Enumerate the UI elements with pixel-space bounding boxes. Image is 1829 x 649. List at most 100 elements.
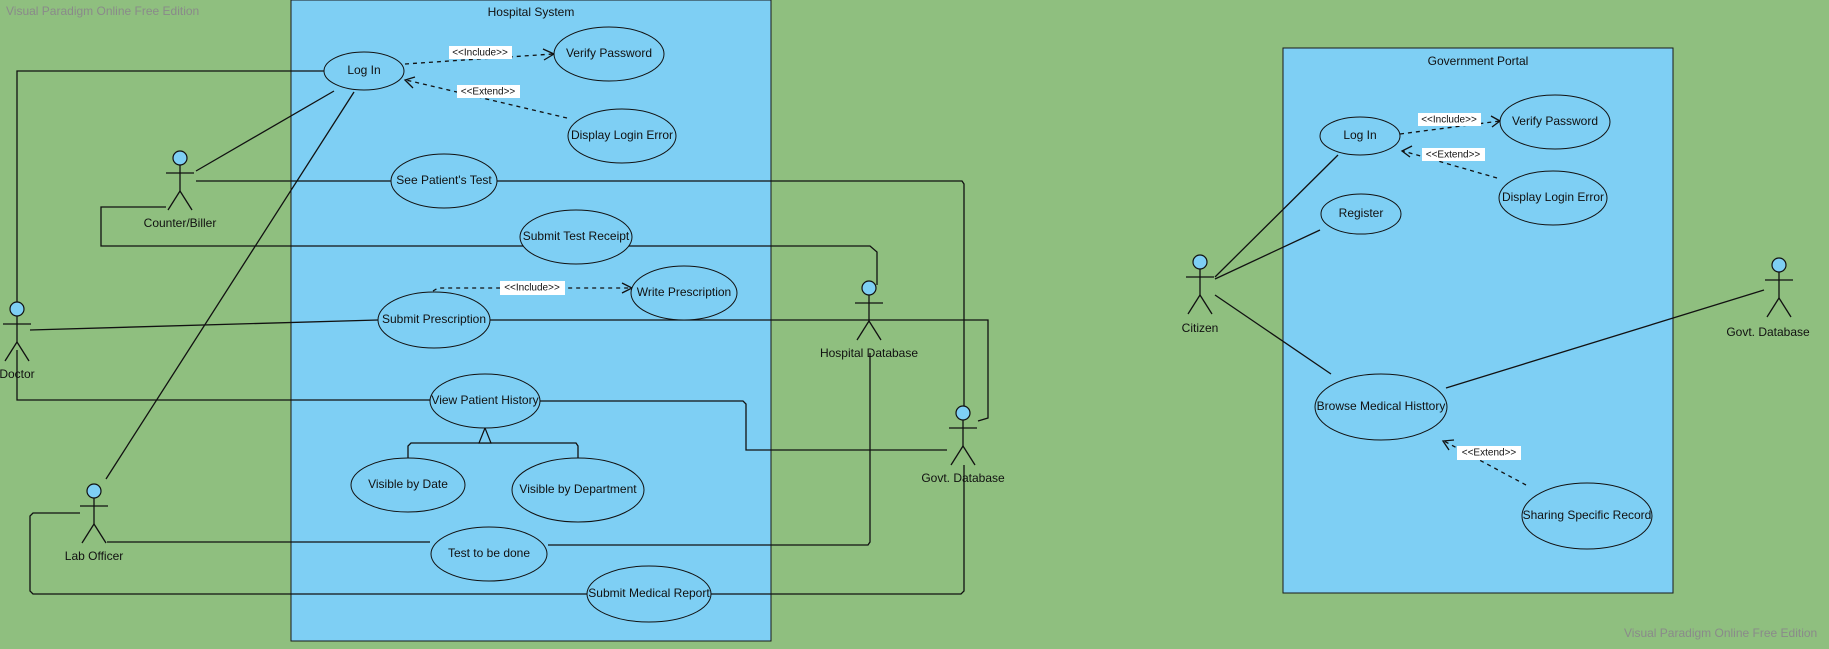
usecase-hs-submit-medical-report[interactable]: Submit Medical Report [586, 565, 712, 623]
actor-hospital-database[interactable]: Hospital Database [820, 280, 918, 360]
usecase-hs-submit-test-receipt-label: Submit Test Receipt [523, 229, 630, 243]
actor-doctor[interactable]: Doctor [0, 301, 35, 381]
actor-govt-database-hospital-label: Govt. Database [921, 471, 1005, 485]
usecase-hs-visible-by-department[interactable]: Visible by Department [511, 457, 645, 523]
usecase-gp-display-login-error[interactable]: Display Login Error [1498, 170, 1608, 226]
usecase-hs-submit-medical-report-label: Submit Medical Report [588, 586, 710, 600]
usecase-hs-see-patients-test-label: See Patient's Test [396, 173, 492, 187]
usecase-hs-submit-prescription-label: Submit Prescription [382, 312, 486, 326]
hospital-use-cases: Log In Verify Password Display Login Err… [323, 26, 738, 623]
stereotype-bg-gp-extend-error [1422, 148, 1485, 161]
usecase-gp-login-label: Log In [1343, 128, 1376, 142]
stereotype-bg-extend-error [457, 85, 520, 98]
usecase-gp-verify-password-ellipse [1499, 94, 1611, 150]
assoc-doctor-login [16, 70, 324, 310]
dep-gp-extend-sharing-arrowhead [1441, 439, 1455, 451]
watermark-bottom-right: Visual Paradigm Online Free Edition [1624, 626, 1817, 640]
stereotype-gp-include-verify: <<Include>> [1421, 115, 1477, 126]
assoc-counter-see-test-govt [196, 180, 965, 407]
stereotype-bg-include-verify [449, 46, 512, 59]
usecase-hs-login-label: Log In [347, 63, 380, 77]
assoc-lab-report [29, 512, 587, 595]
actor-counter-biller-left-leg [167, 190, 181, 211]
assoc-doctor-history [16, 350, 430, 401]
watermark-top-left: Visual Paradigm Online Free Edition [6, 4, 199, 18]
actor-doctor-right-leg [16, 341, 30, 362]
hospital-system-title: Hospital System [488, 5, 575, 19]
usecase-gp-sharing-specific-record-label: Sharing Specific Record [1523, 508, 1652, 522]
dep-extend-error [405, 79, 568, 119]
hospital-associations [16, 70, 989, 595]
actor-citizen-head [1192, 254, 1208, 270]
usecase-gp-register-ellipse [1320, 193, 1402, 235]
usecase-hs-view-patient-history-label: View Patient History [431, 393, 538, 407]
actor-govt-database-hospital-head [955, 405, 971, 421]
actor-counter-biller-right-leg [179, 190, 193, 211]
actor-counter-biller[interactable]: Counter/Biller [144, 150, 217, 230]
usecase-hs-write-prescription[interactable]: Write Prescription [630, 265, 738, 321]
usecase-gp-register[interactable]: Register [1320, 193, 1402, 235]
actor-lab-officer-label: Lab Officer [65, 549, 123, 563]
assoc-counter-login [195, 90, 335, 172]
assoc-browse-govt [1445, 289, 1765, 389]
assoc-citizen-browse [1214, 294, 1332, 375]
assoc-citizen-login [1214, 154, 1339, 278]
dep-extend-error-arrowhead [403, 76, 416, 89]
usecase-gp-browse-medical-history-ellipse [1314, 373, 1448, 441]
assoc-prescription-govt [489, 319, 989, 422]
stereotype-bg-gp-include-verify [1418, 113, 1481, 126]
dep-gp-include-verify [1399, 120, 1501, 135]
usecase-gp-sharing-specific-record-ellipse [1521, 482, 1653, 550]
usecase-gp-login[interactable]: Log In [1319, 116, 1401, 156]
actor-govt-database-portal-label: Govt. Database [1726, 325, 1810, 339]
actor-lab-officer-left-leg [81, 523, 95, 544]
actor-hospital-database-head [861, 280, 877, 296]
usecase-hs-submit-test-receipt[interactable]: Submit Test Receipt [519, 209, 633, 265]
usecase-hs-login-ellipse [323, 51, 405, 91]
actor-doctor-head [9, 301, 25, 317]
usecase-hs-login[interactable]: Log In [323, 51, 405, 91]
stereotype-gp-extend-error: <<Extend>> [1426, 150, 1481, 161]
usecase-hs-visible-by-department-ellipse [511, 457, 645, 523]
usecase-hs-visible-by-department-label: Visible by Department [519, 482, 637, 496]
assoc-lab-login [105, 91, 355, 480]
actor-lab-officer-head [86, 483, 102, 499]
usecase-hs-verify-password-label: Verify Password [566, 46, 652, 60]
usecase-gp-browse-medical-history[interactable]: Browse Medical Histtory [1314, 373, 1448, 441]
actor-govt-database-hospital[interactable]: Govt. Database [921, 405, 1005, 485]
assoc-citizen-register [1214, 229, 1321, 280]
usecase-hs-submit-prescription[interactable]: Submit Prescription [377, 291, 491, 349]
stereotype-include-prescription: <<Include>> [504, 283, 560, 294]
government-portal-title: Government Portal [1428, 54, 1529, 68]
government-dependencies: <<Include>> <<Extend>> <<Extend>> [1399, 113, 1527, 486]
actor-citizen-right-leg [1199, 294, 1213, 315]
usecase-hs-see-patients-test-ellipse [390, 153, 498, 209]
dep-gp-extend-error-arrowhead [1400, 145, 1413, 158]
generalization-triangle [478, 426, 492, 444]
actor-govt-database-portal-right-leg [1778, 297, 1792, 318]
actor-lab-officer-right-leg [93, 523, 107, 544]
generalization-branch [407, 442, 579, 472]
usecase-hs-visible-by-date[interactable]: Visible by Date [350, 457, 466, 513]
actor-lab-officer[interactable]: Lab Officer [65, 483, 123, 563]
usecase-gp-display-login-error-label: Display Login Error [1502, 190, 1604, 204]
usecase-hs-test-to-be-done-ellipse [430, 526, 548, 582]
actor-citizen-label: Citizen [1182, 321, 1219, 335]
assoc-counter-receipt-hospitaldb [100, 206, 878, 285]
usecase-gp-display-login-error-ellipse [1498, 170, 1608, 226]
actor-citizen[interactable]: Citizen [1182, 254, 1219, 335]
usecase-hs-display-login-error[interactable]: Display Login Error [567, 108, 677, 164]
actor-counter-biller-head [172, 150, 188, 166]
usecase-hs-view-patient-history[interactable]: View Patient History [429, 373, 541, 429]
usecase-gp-sharing-specific-record[interactable]: Sharing Specific Record [1521, 482, 1653, 550]
usecase-gp-browse-medical-history-label: Browse Medical Histtory [1317, 399, 1446, 413]
actor-govt-database-portal[interactable]: Govt. Database [1726, 257, 1810, 339]
actor-govt-database-portal-left-leg [1766, 297, 1780, 318]
usecase-hs-verify-password[interactable]: Verify Password [553, 26, 665, 82]
actor-doctor-left-leg [4, 341, 18, 362]
usecase-hs-see-patients-test[interactable]: See Patient's Test [390, 153, 498, 209]
assoc-doctor-prescription [29, 319, 379, 331]
usecase-gp-verify-password[interactable]: Verify Password [1499, 94, 1611, 150]
usecase-hs-test-to-be-done[interactable]: Test to be done [430, 526, 548, 582]
